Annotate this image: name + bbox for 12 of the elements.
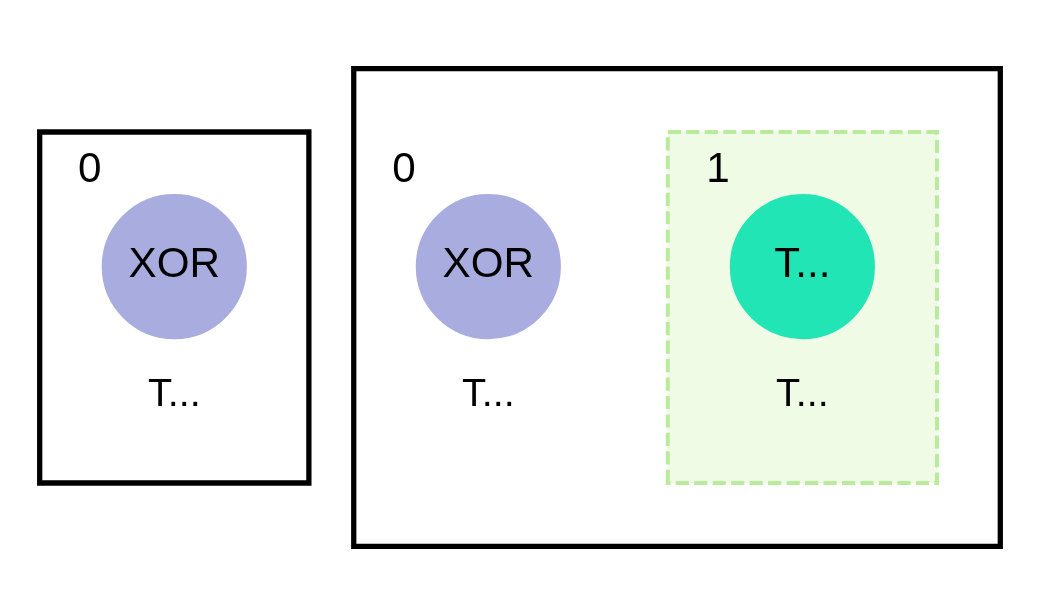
node-circle: XOR	[101, 193, 247, 339]
node-label: T...	[775, 369, 829, 414]
node-circle: T...	[729, 193, 875, 339]
node-circle: XOR	[415, 193, 561, 339]
node-label: 0	[392, 143, 416, 191]
node-label: T...	[461, 369, 515, 414]
cluster	[37, 128, 312, 486]
node-label: T...	[147, 369, 201, 414]
node-label: 0	[78, 143, 102, 191]
cluster	[665, 129, 939, 485]
node-label: 1	[706, 143, 730, 191]
cluster	[351, 65, 1003, 549]
